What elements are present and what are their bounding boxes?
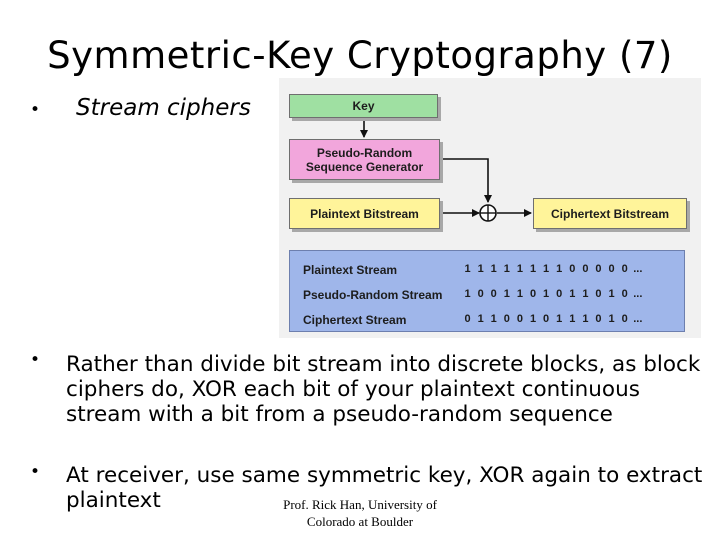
bit-value: 0	[529, 288, 537, 300]
bit-value: 1	[569, 313, 576, 325]
bit-value: 1	[608, 313, 615, 325]
bit-value: 1	[477, 263, 484, 275]
bit-value: 1	[464, 288, 471, 300]
bit-value: 0	[582, 263, 589, 275]
stream-name: Pseudo-Random Stream	[303, 288, 443, 302]
stream-name: Plaintext Stream	[303, 263, 398, 277]
bit-value: 0	[556, 288, 563, 300]
bullet-marker: •	[30, 350, 41, 370]
stream-ciphers-label: Stream ciphers	[76, 95, 251, 121]
bit-value: 0	[516, 313, 523, 325]
bullet-text-2: At receiver, use same symmetric key, XOR…	[66, 463, 703, 513]
bit-value: 1	[490, 313, 497, 325]
bit-value: 1	[477, 313, 484, 325]
bit-value: 0	[621, 313, 628, 325]
bit-value: 0	[595, 313, 602, 325]
stream-name: Ciphertext Stream	[303, 313, 407, 327]
bit-value: 1	[516, 288, 523, 300]
key-box: Key	[289, 94, 438, 118]
bullet-text-1: Rather than divide bit stream into discr…	[66, 352, 701, 427]
bit-value: 1	[529, 263, 537, 275]
bit-value: 0	[595, 263, 602, 275]
bit-value: 0	[608, 263, 615, 275]
bit-value: 1	[516, 263, 523, 275]
footer-credit: Prof. Rick Han, University of Colorado a…	[283, 497, 437, 529]
bit-value: 1	[529, 313, 537, 325]
bit-value: 0	[569, 263, 576, 275]
bit-value: 1	[582, 288, 589, 300]
bit-value: 0	[477, 288, 484, 300]
bullet-marker: •	[30, 100, 41, 120]
plaintext-bitstream-box: Plaintext Bitstream	[289, 198, 440, 229]
bit-value: 0	[621, 288, 628, 300]
bit-value: 0	[503, 313, 510, 325]
stream-ellipsis: ...	[633, 263, 643, 275]
bit-value: 1	[608, 288, 615, 300]
prng-to-xor-arrow	[440, 158, 492, 203]
bit-value: 1	[582, 313, 589, 325]
bit-value: 1	[503, 263, 510, 275]
bit-value: 1	[556, 263, 563, 275]
bit-value: 1	[490, 263, 497, 275]
bit-value: 1	[543, 263, 550, 275]
bit-value: 1	[556, 313, 563, 325]
stream-ellipsis: ...	[633, 288, 643, 300]
ciphertext-bitstream-box: Ciphertext Bitstream	[533, 198, 687, 229]
bit-value: 0	[464, 313, 471, 325]
slide-title: Symmetric-Key Cryptography (7)	[47, 34, 673, 77]
prng-box: Pseudo-Random Sequence Generator	[289, 139, 440, 180]
bit-value: 1	[503, 288, 510, 300]
bit-value: 0	[490, 288, 497, 300]
bit-value: 1	[543, 288, 550, 300]
xor-icon	[479, 204, 497, 222]
bit-value: 0	[595, 288, 602, 300]
bullet-marker: •	[30, 462, 41, 482]
bit-value: 1	[569, 288, 576, 300]
bit-value: 0	[621, 263, 628, 275]
stream-ellipsis: ...	[633, 313, 643, 325]
bit-value: 1	[464, 263, 471, 275]
bit-value: 0	[543, 313, 550, 325]
